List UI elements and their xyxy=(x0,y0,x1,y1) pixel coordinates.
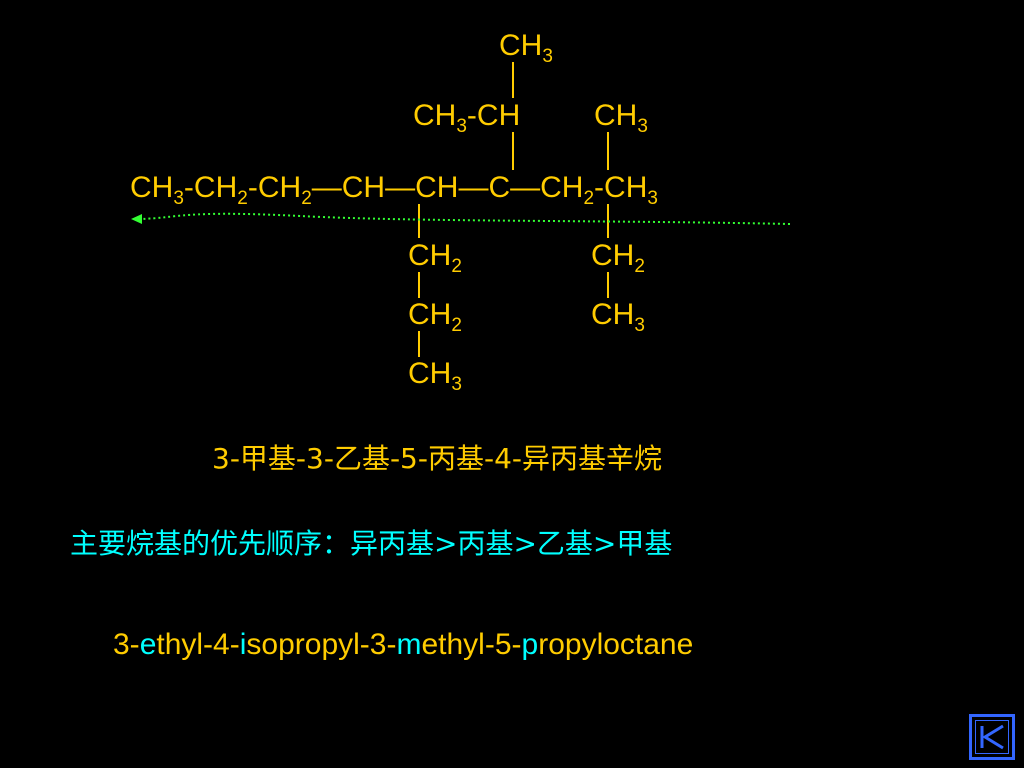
atom-label: CH xyxy=(604,171,648,204)
first-slide-icon xyxy=(980,724,1004,750)
atom-label: CH xyxy=(408,298,452,331)
atom-label: CH xyxy=(591,239,635,272)
bond-c3-methyl-to-c3 xyxy=(607,132,609,170)
main-chain: CH3-CH2-CH2—CH—CH—C—CH2-CH3 xyxy=(130,170,658,208)
bond-symbol: — xyxy=(510,171,541,204)
alphabet-highlight: p xyxy=(521,628,539,661)
atom-label: CH xyxy=(594,99,638,132)
chain-group: CH2- xyxy=(540,171,605,208)
bond-isopropyl-ch-to-c4 xyxy=(512,132,514,170)
atom-label: -CH xyxy=(466,99,521,132)
button-inner-border xyxy=(975,720,1009,754)
atom-label: CH xyxy=(408,357,452,390)
english-name: 3-ethyl-4-isopropyl-3-methyl-5-propyloct… xyxy=(113,627,693,663)
first-slide-button[interactable] xyxy=(969,714,1015,760)
alphabet-highlight: i xyxy=(239,628,247,661)
name-segment: ethyl-5- xyxy=(421,628,522,661)
atom-subscript: 3 xyxy=(456,116,467,137)
atom-label: CH xyxy=(408,239,452,272)
bond-propyl-2-to-3 xyxy=(418,331,420,357)
bond-symbol: — xyxy=(311,171,342,204)
atom-label: CH xyxy=(415,171,459,204)
atom-subscript: 3 xyxy=(542,46,553,67)
chain-group: CH— xyxy=(342,171,415,204)
atom-label: CH xyxy=(413,99,457,132)
atom-subscript: 2 xyxy=(451,256,462,277)
bond-symbol: — xyxy=(458,171,489,204)
chain-group: CH2- xyxy=(193,171,258,208)
arrow-dotted-line xyxy=(139,212,791,225)
atom-subscript: 2 xyxy=(301,188,312,209)
arrow-head xyxy=(131,214,142,224)
bond-symbol: - xyxy=(183,171,194,204)
atom-subscript: 3 xyxy=(637,116,648,137)
propyl-ch2-2: CH2 xyxy=(408,297,462,336)
chain-group: CH2— xyxy=(257,171,342,208)
chain-group: CH3 xyxy=(604,171,658,208)
isopropyl-ch-group: CH3-CH xyxy=(413,98,521,137)
bond-symbol: - xyxy=(247,171,258,204)
bond-symbol: — xyxy=(385,171,416,204)
c3-methyl: CH3 xyxy=(594,98,648,137)
bond-c5-to-propyl xyxy=(418,204,420,238)
atom-label: CH xyxy=(540,171,584,204)
atom-subscript: 3 xyxy=(634,315,645,336)
name-segment: sopropyl-3- xyxy=(246,628,397,661)
atom-subscript: 2 xyxy=(583,188,595,209)
atom-label: CH xyxy=(257,171,302,204)
propyl-ch3: CH3 xyxy=(408,356,462,395)
atom-subscript: 3 xyxy=(451,374,462,395)
bond-propyl-1-to-2 xyxy=(418,272,420,298)
substituent-priority-text: 主要烷基的优先顺序：异丙基>丙基>乙基>甲基 xyxy=(70,527,673,560)
atom-label: CH xyxy=(499,29,543,62)
isopropyl-top-methyl: CH3 xyxy=(499,28,553,67)
alphabet-highlight: m xyxy=(396,628,422,661)
atom-label: C xyxy=(488,171,511,204)
chain-group: CH3- xyxy=(130,171,194,208)
atom-subscript: 3 xyxy=(647,188,658,209)
atom-subscript: 2 xyxy=(237,188,248,209)
name-segment: thyl-4- xyxy=(156,628,240,661)
bond-top-methyl-to-isopropyl-ch xyxy=(512,62,514,98)
atom-label: CH xyxy=(130,171,174,204)
atom-subscript: 3 xyxy=(173,188,184,209)
atom-label: CH xyxy=(591,298,635,331)
name-segment: ropyloctane xyxy=(538,628,694,661)
atom-label: CH xyxy=(193,171,238,204)
bond-ethyl-1-to-2 xyxy=(607,272,609,298)
atom-subscript: 2 xyxy=(634,256,645,277)
atom-subscript: 2 xyxy=(451,315,462,336)
ethyl-ch2: CH2 xyxy=(591,238,645,277)
chinese-name-substituents: 3-甲基-3-乙基-5-丙基-4-异丙基 xyxy=(212,442,606,475)
alphabet-highlight: e xyxy=(139,628,157,661)
chain-group: C— xyxy=(488,171,540,204)
chinese-name-parent: 辛烷 xyxy=(605,442,662,475)
atom-label: CH xyxy=(341,171,386,204)
chinese-name: 3-甲基-3-乙基-5-丙基-4-异丙基辛烷 xyxy=(212,441,662,477)
name-segment: 3- xyxy=(113,628,140,661)
chain-group: CH— xyxy=(415,171,488,204)
propyl-ch2-1: CH2 xyxy=(408,238,462,277)
bond-symbol: - xyxy=(594,171,605,204)
ethyl-ch3: CH3 xyxy=(591,297,645,336)
